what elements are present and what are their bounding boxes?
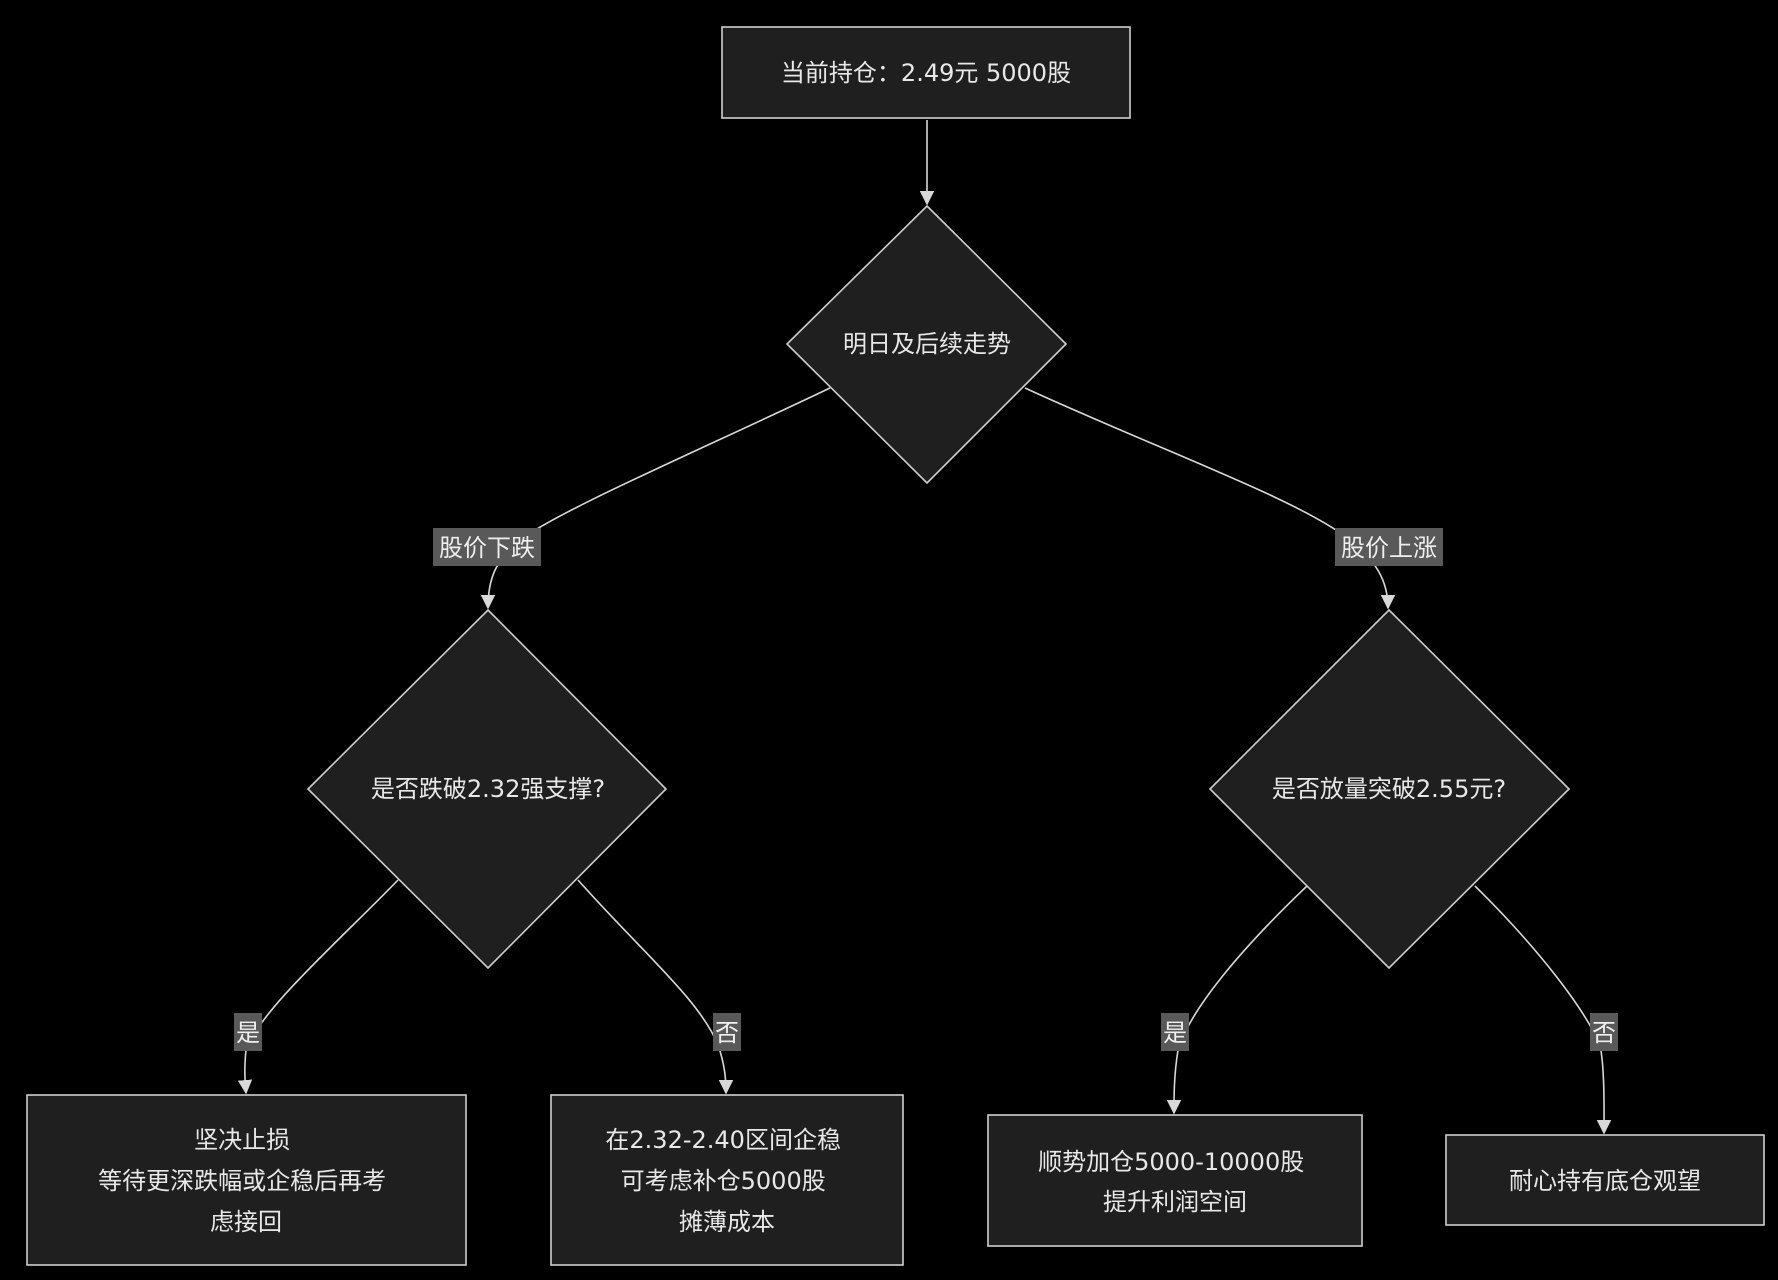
node-text: 当前持仓：2.49元 5000股 bbox=[781, 59, 1071, 87]
node-text: 在2.32-2.40区间企稳 可考虑补仓5000股 摊薄成本 bbox=[605, 1126, 848, 1236]
edge-down-no bbox=[577, 879, 734, 1095]
edge-trend-to-up-check bbox=[1024, 387, 1396, 610]
edge-label-text: 股价下跌 bbox=[439, 534, 535, 562]
nodes: 当前持仓：2.49元 5000股 明日及后续走势 是否跌破2.32强支撑? 是否… bbox=[26, 26, 1765, 1266]
node-text: 是否跌破2.32强支撑? bbox=[371, 775, 605, 803]
node-volume-breakout-decision: 是否放量突破2.55元? bbox=[1208, 608, 1571, 970]
node-text: 是否放量突破2.55元? bbox=[1272, 775, 1506, 803]
edge-down-yes bbox=[237, 879, 399, 1095]
edge-label-down-yes: 是 bbox=[234, 1013, 262, 1051]
node-line: 提升利润空间 bbox=[1103, 1188, 1247, 1216]
node-add-at-support: 在2.32-2.40区间企稳 可考虑补仓5000股 摊薄成本 bbox=[550, 1094, 904, 1266]
edge-up-no bbox=[1474, 885, 1612, 1135]
edge-label-text: 否 bbox=[715, 1019, 739, 1047]
node-line: 可考虑补仓5000股 bbox=[621, 1167, 826, 1195]
edge-label-text: 股价上涨 bbox=[1341, 534, 1437, 562]
node-line: 虑接回 bbox=[210, 1208, 282, 1236]
edge-label-text: 是 bbox=[1163, 1019, 1187, 1047]
edge-trend-to-down-check bbox=[480, 387, 831, 610]
edge-label-text: 是 bbox=[236, 1019, 260, 1047]
node-current-position: 当前持仓：2.49元 5000股 bbox=[721, 26, 1131, 119]
node-line: 当前持仓：2.49元 5000股 bbox=[781, 59, 1071, 87]
node-stop-loss: 坚决止损 等待更深跌幅或企稳后再考 虑接回 bbox=[26, 1094, 467, 1266]
edge-label-trend-down: 股价下跌 bbox=[433, 528, 541, 566]
edge-label-up-no: 否 bbox=[1590, 1013, 1618, 1051]
edge-label-trend-up: 股价上涨 bbox=[1335, 528, 1443, 566]
node-text: 坚决止损 等待更深跌幅或企稳后再考 虑接回 bbox=[98, 1126, 394, 1236]
edge-labels: 股价下跌 股价上涨 是 否 是 否 bbox=[234, 528, 1618, 1051]
node-line: 是否放量突破2.55元? bbox=[1272, 775, 1506, 803]
node-support-break-decision: 是否跌破2.32强支撑? bbox=[306, 608, 668, 970]
node-trend-decision: 明日及后续走势 bbox=[785, 204, 1068, 485]
edge-label-text: 否 bbox=[1592, 1019, 1616, 1047]
node-add-on-breakout: 顺势加仓5000-10000股 提升利润空间 bbox=[987, 1114, 1363, 1247]
node-line: 顺势加仓5000-10000股 bbox=[1038, 1148, 1304, 1176]
node-line: 耐心持有底仓观望 bbox=[1509, 1167, 1701, 1195]
node-line: 等待更深跌幅或企稳后再考 bbox=[98, 1167, 386, 1195]
node-hold-position: 耐心持有底仓观望 bbox=[1445, 1134, 1765, 1226]
node-line: 在2.32-2.40区间企稳 bbox=[605, 1126, 841, 1154]
node-line: 明日及后续走势 bbox=[843, 330, 1011, 358]
edge-label-up-yes: 是 bbox=[1161, 1013, 1189, 1051]
node-text: 顺势加仓5000-10000股 提升利润空间 bbox=[1038, 1148, 1312, 1216]
node-text: 耐心持有底仓观望 bbox=[1509, 1167, 1701, 1195]
node-line: 摊薄成本 bbox=[679, 1208, 775, 1236]
edge-label-down-no: 否 bbox=[713, 1013, 741, 1051]
edge-up-yes bbox=[1166, 885, 1308, 1115]
node-text: 明日及后续走势 bbox=[843, 330, 1011, 358]
node-line: 是否跌破2.32强支撑? bbox=[371, 775, 605, 803]
node-line: 坚决止损 bbox=[194, 1126, 290, 1154]
